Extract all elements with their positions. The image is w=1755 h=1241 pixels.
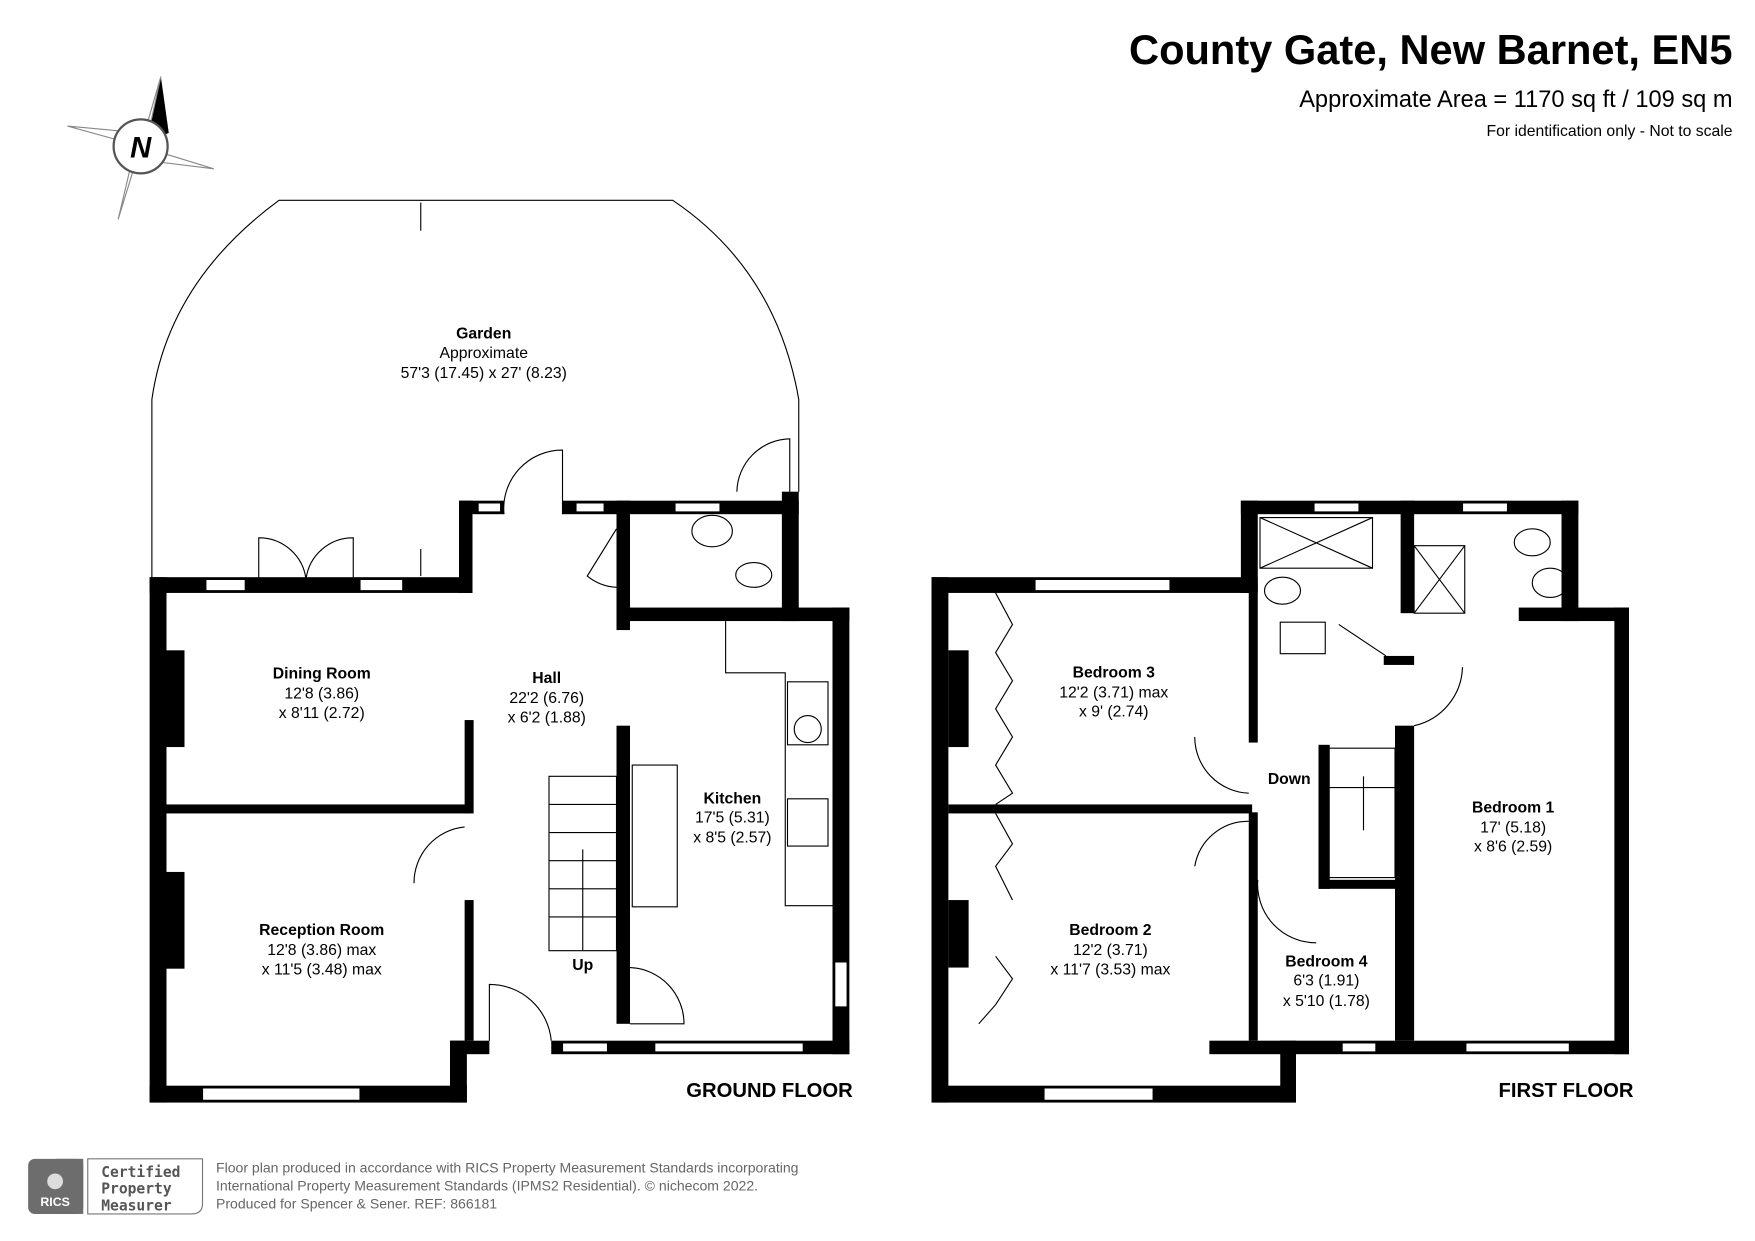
svg-text:x 11'5 (3.48) max: x 11'5 (3.48) max <box>262 961 382 978</box>
footer-line-3: Produced for Spencer & Sener. REF: 86618… <box>216 1195 497 1211</box>
property-title: County Gate, New Barnet, EN5 <box>1129 26 1732 73</box>
svg-text:Bedroom 2: Bedroom 2 <box>1069 922 1152 939</box>
svg-text:x 8'11 (2.72): x 8'11 (2.72) <box>279 705 365 722</box>
svg-text:6'3 (1.91): 6'3 (1.91) <box>1293 973 1359 990</box>
svg-text:x 8'6 (2.59): x 8'6 (2.59) <box>1474 839 1552 856</box>
svg-text:Garden: Garden <box>456 326 511 343</box>
svg-text:x 6'2 (1.88): x 6'2 (1.88) <box>508 709 586 726</box>
ground-floor-label: GROUND FLOOR <box>686 1080 853 1102</box>
svg-text:12'2 (3.71) max: 12'2 (3.71) max <box>1059 685 1168 702</box>
svg-text:Measurer: Measurer <box>101 1198 172 1215</box>
svg-text:Kitchen: Kitchen <box>703 790 761 807</box>
room-bedroom-3: Bedroom 3 12'2 (3.71) max x 9' (2.74) <box>1059 664 1168 720</box>
svg-text:x 8'5 (2.57): x 8'5 (2.57) <box>693 830 771 847</box>
svg-text:Property: Property <box>101 1181 172 1198</box>
svg-text:Hall: Hall <box>532 670 561 687</box>
svg-text:Dining Room: Dining Room <box>273 665 371 682</box>
approximate-area: Approximate Area = 1170 sq ft / 109 sq m <box>1299 87 1732 113</box>
svg-text:Bedroom 1: Bedroom 1 <box>1472 799 1555 816</box>
room-bedroom-4: Bedroom 4 6'3 (1.91) x 5'10 (1.78) <box>1283 953 1370 1009</box>
room-dining-room: Dining Room 12'8 (3.86) x 8'11 (2.72) <box>273 665 371 721</box>
rics-certified-badge: RICS Certified Property Measurer <box>28 1158 204 1215</box>
room-bedroom-1: Bedroom 1 17' (5.18) x 8'6 (2.59) <box>1472 799 1555 855</box>
svg-text:x 5'10 (1.78): x 5'10 (1.78) <box>1283 993 1370 1010</box>
svg-text:12'8 (3.86): 12'8 (3.86) <box>284 686 359 703</box>
svg-text:x 11'7 (3.53) max: x 11'7 (3.53) max <box>1050 961 1170 978</box>
svg-text:57'3 (17.45) x 27' (8.23): 57'3 (17.45) x 27' (8.23) <box>401 365 567 382</box>
room-hall: Hall 22'2 (6.76) x 6'2 (1.88) <box>508 670 586 726</box>
svg-text:22'2 (6.76): 22'2 (6.76) <box>509 690 584 707</box>
svg-text:RICS: RICS <box>40 1195 70 1209</box>
footer-line-1: Floor plan produced in accordance with R… <box>216 1159 798 1175</box>
svg-text:12'2 (3.71): 12'2 (3.71) <box>1073 942 1148 959</box>
ground-floor-plan: Garden Approximate 57'3 (17.45) x 27' (8… <box>149 199 853 1103</box>
room-reception-room: Reception Room 12'8 (3.86) max x 11'5 (3… <box>259 922 384 978</box>
svg-text:x 9' (2.74): x 9' (2.74) <box>1079 704 1149 721</box>
footer-line-2: International Property Measurement Stand… <box>216 1177 758 1193</box>
svg-text:17'5 (5.31): 17'5 (5.31) <box>695 809 770 826</box>
svg-text:Bedroom 4: Bedroom 4 <box>1285 953 1368 970</box>
stairs-icon <box>549 803 617 951</box>
room-bedroom-2: Bedroom 2 12'2 (3.71) x 11'7 (3.53) max <box>1050 922 1170 978</box>
svg-text:12'8 (3.86) max: 12'8 (3.86) max <box>267 942 376 959</box>
svg-text:Reception Room: Reception Room <box>259 922 384 939</box>
svg-text:Bedroom 3: Bedroom 3 <box>1073 664 1156 681</box>
svg-text:Approximate: Approximate <box>440 345 529 362</box>
first-floor-plan: Bedroom 3 12'2 (3.71) max x 9' (2.74) Be… <box>931 500 1634 1103</box>
stairs-up-label: Up <box>572 957 593 974</box>
stairs-down-label: Down <box>1268 771 1311 788</box>
scale-note: For identification only - Not to scale <box>1487 123 1733 140</box>
svg-text:Certified: Certified <box>101 1164 180 1181</box>
svg-text:17' (5.18): 17' (5.18) <box>1480 820 1546 837</box>
svg-text:N: N <box>130 133 152 165</box>
garden-boundary <box>151 199 800 580</box>
room-kitchen: Kitchen 17'5 (5.31) x 8'5 (2.57) <box>693 790 771 846</box>
room-garden: Garden Approximate 57'3 (17.45) x 27' (8… <box>401 326 567 382</box>
north-arrow-compass-icon: N <box>67 76 214 220</box>
first-floor-label: FIRST FLOOR <box>1499 1080 1634 1102</box>
